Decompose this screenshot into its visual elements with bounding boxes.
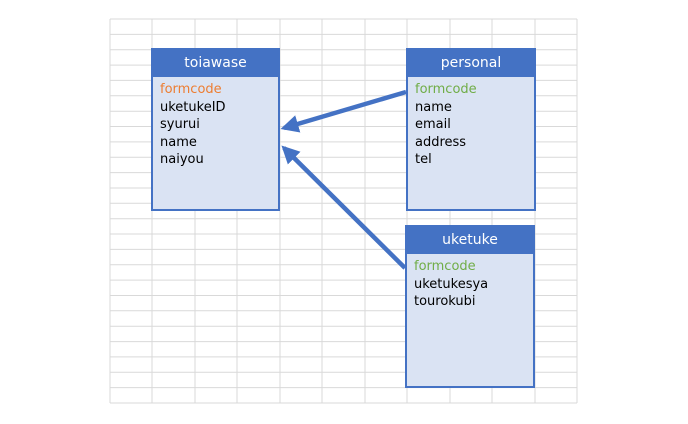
entity-field: tel	[415, 152, 432, 167]
entity-field: uketukesya	[414, 276, 489, 292]
entity-title: uketuke	[407, 227, 533, 254]
entity-field: email	[415, 117, 451, 132]
entity-uketuke[interactable]: uketuke formcode uketukesya tourokubi	[405, 225, 535, 388]
entity-title: toiawase	[153, 50, 278, 77]
entity-title: personal	[408, 50, 534, 77]
entity-field-foreign-key: formcode	[415, 82, 477, 97]
entity-field-primary-key: formcode	[160, 82, 222, 97]
entity-toiawase[interactable]: toiawase formcode uketukeID syurui name naiy…	[151, 48, 280, 211]
field-list: formcode uketukeID syurui name naiyou	[153, 77, 278, 169]
entity-field: naiyou	[160, 152, 204, 167]
entity-field: tourokubi	[414, 294, 476, 309]
entity-field: uketukeID	[160, 99, 226, 115]
entity-personal[interactable]: personal formcode name email address tel	[406, 48, 536, 211]
entity-field: name	[415, 99, 452, 115]
relation-arrow-personal-to-toiawase	[280, 89, 407, 133]
entity-field: syurui	[160, 117, 200, 132]
relation-arrow-uketuke-to-toiawase	[281, 145, 407, 270]
entity-field: name	[160, 134, 197, 150]
entity-field-foreign-key: formcode	[414, 259, 476, 274]
field-list: formcode uketukesya tourokubi	[407, 254, 533, 311]
field-list: formcode name email address tel	[408, 77, 534, 169]
entity-field: address	[415, 134, 467, 150]
